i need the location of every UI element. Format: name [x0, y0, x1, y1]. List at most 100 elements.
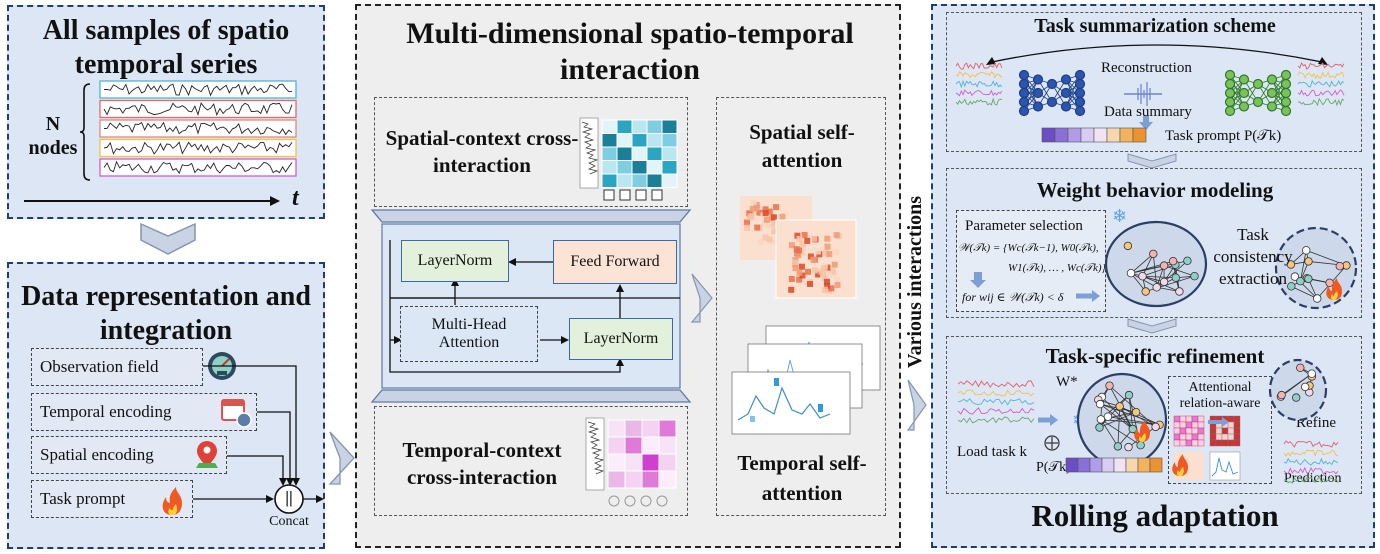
node-series-line: [103, 83, 293, 97]
temporal-cross-box: [374, 406, 688, 516]
attn-cell-a: [1179, 439, 1187, 447]
mini-series-line: [1297, 97, 1345, 107]
fire-icon: [1172, 454, 1188, 476]
task-summary-box: [946, 12, 1362, 152]
net-node: [1046, 78, 1058, 90]
graph-node: [1124, 442, 1133, 452]
task-prompt-label: Task prompt: [40, 489, 126, 508]
prompt-cell: [1101, 457, 1115, 473]
fire-icon: [162, 487, 182, 515]
heatmap-cell: [814, 248, 821, 255]
prompt-cell: [1132, 127, 1147, 143]
net-node: [1060, 74, 1072, 85]
graph-node: [1168, 256, 1178, 266]
graph-node: [1277, 390, 1286, 400]
parameter-selection-label: Parameter selection: [965, 218, 1083, 234]
net-node: [1252, 96, 1264, 108]
net-node: [1074, 87, 1086, 99]
mini-series-line: [1283, 466, 1339, 475]
chevron-down-icon-2: [1127, 153, 1177, 169]
graph-node: [1123, 241, 1133, 251]
graph-node: [1304, 257, 1313, 266]
attn-cell-b: [1215, 427, 1223, 435]
mini-series-line: [957, 380, 1035, 388]
heatmap-cell: [825, 271, 832, 278]
prompt-cell: [1080, 127, 1095, 143]
net-node: [1266, 101, 1278, 112]
feed-forward: Feed Forward: [553, 240, 677, 284]
attn-cell-b: [1221, 433, 1229, 441]
layernorm-top: LayerNorm: [401, 240, 509, 282]
node-series-line: [103, 121, 293, 136]
attn-cell-b: [1233, 433, 1241, 441]
heatmap-cell: [822, 249, 829, 256]
map-pin-icon: [196, 441, 218, 468]
graph-node: [1290, 272, 1300, 281]
heatmap-cell: [824, 243, 831, 250]
heatmap-cell: [824, 278, 830, 285]
mini-series-line: [1297, 79, 1345, 88]
mini-series-line: [1297, 89, 1345, 97]
layernorm-bottom: LayerNorm: [569, 318, 673, 360]
graph-edge: [1163, 260, 1188, 283]
heatmap-cell: [810, 256, 817, 263]
heatmap-cell: [757, 239, 764, 246]
mini-series-line: [955, 89, 1003, 97]
net-node: [1018, 69, 1030, 81]
heatmap-cell: [834, 282, 841, 288]
heatmap-cell: [771, 228, 778, 235]
attentional-box: [1168, 376, 1272, 484]
attn-cell-b: [1227, 439, 1235, 447]
heatmap-cell: [788, 276, 795, 282]
attn-cell-a: [1185, 421, 1193, 429]
heatmap-cell: [763, 216, 770, 223]
graph-node: [1124, 390, 1134, 400]
heatmap-cell: [766, 236, 773, 243]
heatmap-cell: [807, 281, 813, 287]
weight-behavior-box: [946, 168, 1362, 318]
time-axis-label: t: [292, 185, 299, 211]
graph-edge: [1128, 395, 1134, 430]
task-summary-title: Task summarization scheme: [1034, 15, 1276, 37]
heatmap-cell: [824, 235, 831, 242]
net-node: [1018, 105, 1030, 117]
prompt-cell: [1119, 127, 1134, 143]
attn-cell-b: [1215, 433, 1223, 441]
heatmap-cell: [796, 269, 803, 276]
attn-cell-b: [1233, 439, 1241, 447]
net-node: [1074, 69, 1086, 81]
net-node: [1224, 105, 1236, 117]
graph-node: [1175, 287, 1184, 296]
temporal-grid-cell: [658, 470, 677, 489]
attn-cell-b: [1227, 427, 1235, 435]
mini-series-line: [955, 71, 1003, 79]
heatmap-cell: [824, 282, 831, 289]
attn-cell-a: [1185, 433, 1193, 441]
net-node: [1224, 78, 1236, 90]
prompt-cell: [1054, 127, 1069, 143]
net-node: [1238, 101, 1250, 112]
graph-boundary: [1076, 372, 1168, 468]
prediction-label: Prediction: [1284, 471, 1342, 486]
attn-cell-a: [1191, 427, 1199, 435]
heatmap-cell: [770, 214, 777, 221]
graph-node: [1302, 246, 1311, 255]
rolling-adaptation-label: Rolling adaptation: [1031, 498, 1279, 533]
graph-edge: [1130, 272, 1157, 288]
net-node: [1266, 87, 1278, 99]
attn-cell-a: [1197, 427, 1205, 435]
heatmap-cell: [798, 263, 805, 270]
mini-series-line: [1283, 449, 1339, 457]
attentional-label: Attentional relation-aware: [1179, 380, 1261, 411]
heatmap-cell: [744, 219, 750, 226]
heatmap-cell: [821, 274, 828, 281]
prompt-cell: [1125, 457, 1139, 473]
temporal-cross-label: Temporal-context cross-interaction: [402, 438, 562, 489]
net-node: [1224, 96, 1236, 108]
net-node: [1252, 78, 1264, 90]
node-series-line: [103, 160, 293, 175]
spatial-grid-cell: [661, 173, 678, 188]
fire-flame: [1326, 278, 1342, 300]
heatmap-cell: [831, 261, 838, 268]
heatmap-cell: [796, 235, 803, 242]
